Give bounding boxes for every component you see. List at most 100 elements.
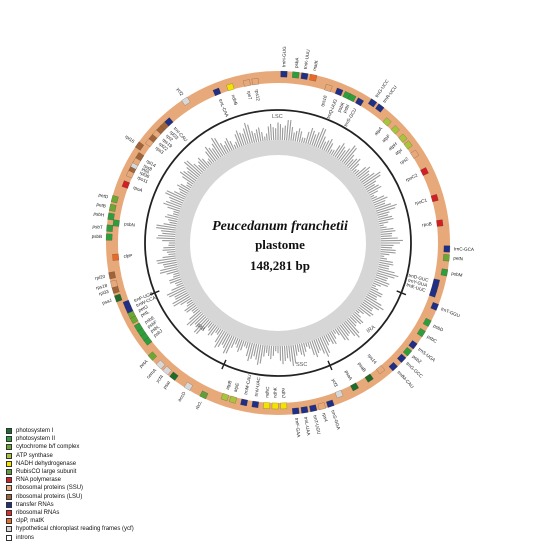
gc-bar — [354, 169, 360, 175]
gene-block — [108, 271, 116, 280]
gc-bar — [168, 253, 176, 256]
gc-bar — [368, 292, 378, 298]
legend-item: ribosomal proteins (SSU) — [6, 484, 134, 492]
gene-block — [110, 195, 119, 204]
gene-label: trnL-UAA — [303, 416, 311, 436]
gene-label: rps18 — [95, 283, 108, 291]
gene-block — [436, 219, 444, 227]
center-title: Peucedanum franchetii plastome 148,281 b… — [190, 218, 370, 276]
gc-bar — [173, 210, 180, 214]
gc-bar — [233, 144, 237, 150]
gc-bar — [305, 342, 308, 347]
gc-bar — [166, 286, 186, 296]
gc-bar — [184, 303, 196, 312]
legend-label: RubisCO large subunit — [16, 469, 77, 476]
gc-bar — [288, 120, 292, 141]
gc-bar — [195, 319, 210, 335]
gc-bar — [311, 340, 319, 358]
gene-label: rps3 — [155, 145, 165, 155]
gc-bar — [166, 251, 176, 253]
gc-bar — [375, 203, 397, 212]
gc-bar — [341, 323, 351, 334]
gc-bar — [230, 336, 237, 349]
gc-bar — [186, 299, 193, 304]
region-ring — [144, 109, 412, 377]
gene-block — [309, 404, 318, 413]
gc-bar — [214, 138, 226, 156]
gc-bar — [344, 320, 360, 338]
gc-bar — [374, 278, 390, 285]
gc-bar — [162, 232, 176, 235]
gc-bar — [357, 166, 371, 178]
gc-bar — [315, 338, 322, 351]
gc-bar — [307, 127, 314, 145]
gc-bar — [379, 224, 384, 227]
gc-bar — [239, 132, 245, 146]
gene-block — [122, 299, 131, 309]
gc-bar — [222, 335, 233, 354]
gc-bar — [346, 319, 360, 334]
gc-bar — [207, 160, 212, 166]
gc-bar — [247, 124, 253, 144]
gene-label: psbM — [451, 271, 463, 278]
gc-bar — [207, 158, 213, 164]
gc-bar — [343, 322, 356, 337]
gc-bar — [263, 345, 266, 357]
gene-label: rpl20 — [95, 274, 106, 281]
gc-bar — [379, 257, 388, 260]
gc-bar — [339, 324, 349, 337]
gc-bar — [327, 143, 334, 153]
gc-bar — [379, 259, 393, 263]
gene-label: rps4 — [321, 412, 328, 422]
gc-bar — [176, 184, 190, 192]
gc-bar — [259, 344, 264, 364]
gc-bar — [290, 345, 295, 367]
gene-label: rpoC1 — [414, 198, 428, 206]
gene-block — [443, 245, 451, 253]
gc-bar — [261, 132, 264, 142]
ssc-label: SSC — [296, 362, 307, 368]
gc-bar — [338, 325, 350, 341]
gene-block — [382, 117, 392, 127]
gc-bar — [339, 148, 351, 162]
gc-bar — [380, 253, 390, 256]
gc-bar — [267, 126, 270, 141]
gene-block — [402, 347, 413, 357]
gc-bar — [202, 320, 212, 331]
gc-bar — [170, 199, 183, 206]
legend-item: ribosomal RNAs — [6, 509, 134, 517]
gene-block — [121, 180, 130, 189]
gc-bar — [313, 132, 320, 147]
gene-label: psbN — [124, 221, 135, 227]
gc-bar — [377, 211, 390, 216]
gc-bar — [193, 163, 204, 173]
gc-bar — [348, 317, 357, 327]
legend-label: cytochrome b/f complex — [16, 444, 80, 451]
gc-bar — [377, 268, 395, 274]
gc-bar — [281, 345, 284, 365]
irb-label: IRB — [195, 323, 206, 333]
legend-label: ribosomal proteins (LSU) — [16, 493, 83, 500]
gc-bar — [217, 331, 227, 348]
gene-block — [251, 78, 259, 86]
gene-label: trnT-GGU — [440, 306, 460, 318]
gene-label: rpoC2 — [405, 172, 419, 182]
gene-block — [416, 328, 426, 338]
gene-label: rps2 — [399, 156, 410, 165]
gc-bar — [171, 284, 185, 291]
gc-bar — [365, 295, 382, 306]
gc-bar — [334, 142, 345, 158]
gene-label: trnC-GCA — [454, 246, 475, 252]
gc-bar — [377, 270, 399, 278]
gene-blocks — [105, 70, 451, 415]
gene-block — [390, 125, 400, 135]
gene-block — [430, 194, 439, 202]
legend-label: clpP, matK — [16, 518, 45, 525]
gc-bar — [225, 335, 235, 354]
gc-bar — [309, 130, 316, 146]
region-ticks — [149, 290, 407, 371]
gene-label: rpoA — [133, 185, 145, 193]
gene-label: atpF — [381, 133, 391, 143]
gc-bar — [373, 280, 389, 288]
